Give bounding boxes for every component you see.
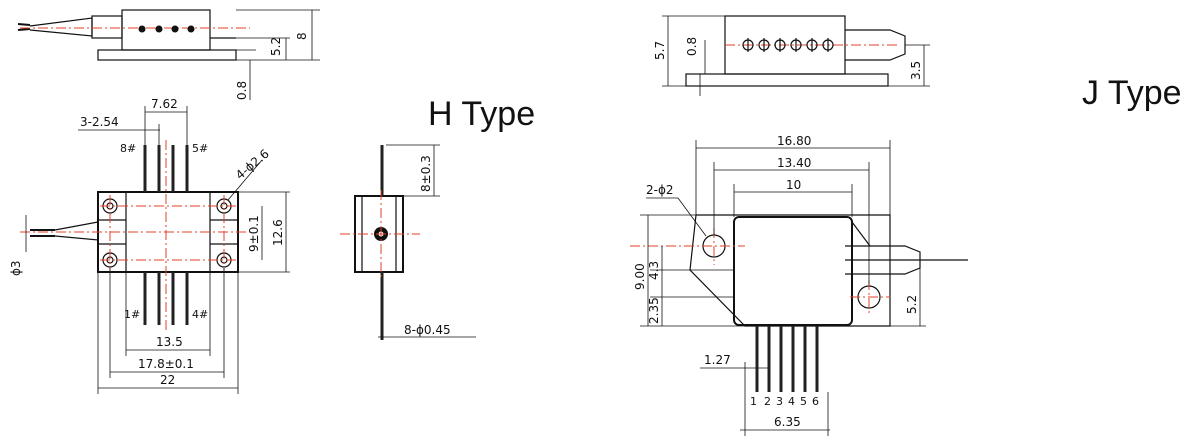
h-side-view: 8 5.2 0.8 bbox=[17, 9, 320, 100]
h-side-height-label: 8 bbox=[295, 32, 309, 40]
j-height-label: 9.00 bbox=[633, 263, 647, 290]
j-pitch-label: 1.27 bbox=[704, 353, 731, 367]
j-side-base-label: 0.8 bbox=[685, 37, 699, 56]
j-hole-spacing-label: 13.40 bbox=[777, 156, 811, 170]
j-type-title: J Type bbox=[1082, 74, 1182, 112]
h-total-width-label: 22 bbox=[160, 373, 175, 387]
h-pin-length-label: 8±0.3 bbox=[419, 155, 433, 192]
h-side-body-height-label: 5.2 bbox=[269, 37, 283, 56]
j-fiber-offset-label: 5.2 bbox=[905, 295, 919, 314]
h-body-height-label: 12.6 bbox=[271, 219, 285, 246]
j-pin-number-4: 4 bbox=[788, 395, 795, 408]
h-end-view: 8±0.3 8-ϕ0.45 bbox=[340, 144, 476, 340]
h-pin-pitch-label: 3-2.54 bbox=[80, 115, 119, 129]
j-body-width-label: 10 bbox=[786, 178, 801, 192]
h-side-base-label: 0.8 bbox=[235, 81, 249, 100]
j-pin-number-1: 1 bbox=[750, 395, 757, 408]
h-pin1-label: 1# bbox=[124, 308, 140, 321]
j-side-view: 5.7 0.8 3.5 bbox=[653, 15, 930, 96]
h-hole-spacing-h-label: 13.5 bbox=[156, 335, 183, 349]
j-holes-label: 2-ϕ2 bbox=[646, 183, 674, 197]
h-hole-spacing-v-label: 9±0.1 bbox=[247, 215, 261, 252]
h-pin5-label: 5# bbox=[192, 142, 208, 155]
j-side-pins bbox=[742, 38, 834, 52]
h-pin8-label: 8# bbox=[120, 142, 136, 155]
h-pins-label: 8-ϕ0.45 bbox=[404, 323, 451, 337]
j-pin-number-6: 6 bbox=[812, 395, 819, 408]
h-pin4-label: 4# bbox=[192, 308, 208, 321]
h-width-tol-label: 17.8±0.1 bbox=[138, 357, 194, 371]
h-pin-span-label: 7.62 bbox=[151, 97, 178, 111]
j-pin-offset-label: 4.3 bbox=[647, 261, 661, 280]
j-total-length-label: 16.80 bbox=[777, 134, 811, 148]
j-pin-number-2: 2 bbox=[764, 395, 771, 408]
h-mount-holes-label: 4-ϕ2.6 bbox=[233, 147, 272, 183]
j-side-height-label: 5.7 bbox=[653, 41, 667, 60]
j-pin-span-label: 6.35 bbox=[774, 415, 801, 429]
j-side-fiber-height-label: 3.5 bbox=[909, 61, 923, 80]
h-type-title: H Type bbox=[428, 95, 536, 133]
j-pin-number-3: 3 bbox=[776, 395, 783, 408]
h-fiber-dia-label: ϕ3 bbox=[9, 260, 23, 276]
j-pin-number-5: 5 bbox=[800, 395, 807, 408]
j-top-view: 16.80 13.40 10 2-ϕ2 9.00 4.3 2.35 5.2 1.… bbox=[630, 134, 968, 436]
h-top-view: 7.62 3-2.54 8# 5# 1# 4# 4-ϕ2.6 ϕ3 9±0.1 … bbox=[9, 97, 290, 394]
j-bottom-offset-label: 2.35 bbox=[647, 297, 661, 324]
